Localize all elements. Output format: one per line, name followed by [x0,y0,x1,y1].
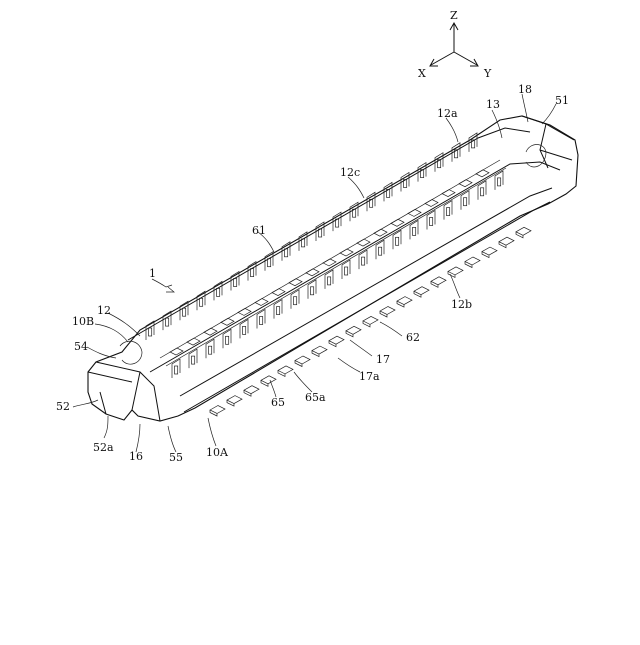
connector-housing [88,116,578,421]
label-12b: 12b [451,298,472,311]
solder-tail [278,366,293,377]
solder-tail [431,277,446,288]
label-65a: 65a [305,391,326,404]
solder-tail [363,316,378,327]
solder-tail [397,297,412,308]
solder-tail [499,237,514,248]
solder-tail [482,247,497,258]
solder-tail [448,267,463,278]
axis-y-label: Y [483,67,492,80]
solder-tail [516,227,531,238]
label-1: 1 [149,267,156,280]
solder-tail [244,386,259,397]
label-10B: 10B [72,315,94,328]
solder-tail [210,406,225,417]
axis-z-label: Z [450,9,458,22]
center-channel-lower [166,168,506,366]
label-55: 55 [169,451,183,464]
solder-tail [465,257,480,268]
label-12a: 12a [437,107,458,120]
axis-x-label: X [418,67,426,80]
label-65: 65 [271,396,285,409]
label-12: 12 [97,304,111,317]
label-52a: 52a [93,441,114,454]
label-18: 18 [518,83,532,96]
solder-tail [295,356,310,367]
label-12c: 12c [340,166,360,179]
solder-tail [380,307,395,318]
solder-tail [346,326,361,337]
label-54: 54 [74,340,88,353]
solder-tail [414,287,429,298]
solder-tail [312,346,327,357]
solder-tail [261,376,276,387]
label-10A: 10A [206,446,229,459]
label-16: 16 [129,450,143,463]
label-13: 13 [486,98,500,111]
solder-tail [329,336,344,347]
label-51: 51 [555,94,569,107]
label-61: 61 [252,224,266,237]
axis-indicator: Z X Y [418,9,492,80]
label-17a: 17a [359,370,380,383]
label-17: 17 [376,353,390,366]
solder-tail [227,396,242,407]
label-62: 62 [406,331,420,344]
label-52: 52 [56,400,70,413]
